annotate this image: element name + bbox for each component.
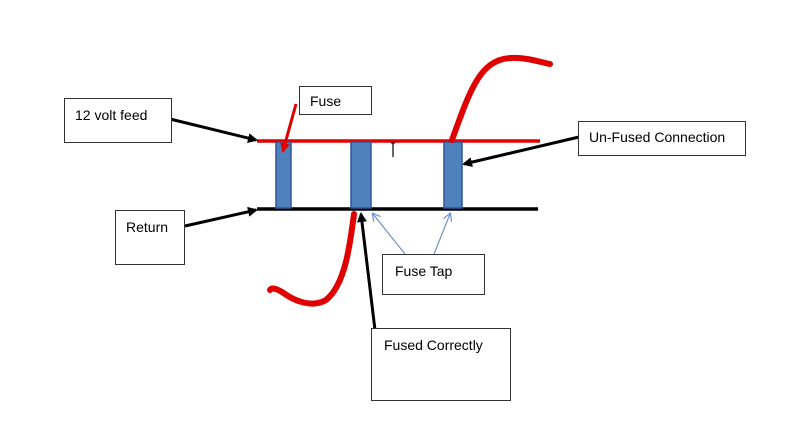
fuse-right (443, 141, 463, 209)
unfused-arrow (462, 135, 580, 168)
fuse-tap-arrow-left (373, 214, 406, 255)
fused-arrow (356, 212, 377, 331)
fuse-tap-arrow-right (433, 214, 450, 255)
return-label: Return (115, 210, 185, 265)
red-stroke-upper (449, 54, 553, 143)
fuse-middle (350, 141, 372, 209)
feed-arrow (169, 117, 258, 143)
unfused-connection-label: Un-Fused Connection (578, 121, 746, 156)
return-arrow (184, 206, 258, 228)
fused-correctly-label: Fused Correctly (371, 328, 511, 401)
feed-label: 12 volt feed (64, 98, 172, 143)
fuse-left (275, 141, 292, 209)
fuse-label: Fuse (299, 86, 372, 115)
red-stroke-lower (267, 211, 357, 307)
fuse-tap-label: Fuse Tap (382, 254, 485, 295)
fuse-arrow (280, 103, 298, 153)
